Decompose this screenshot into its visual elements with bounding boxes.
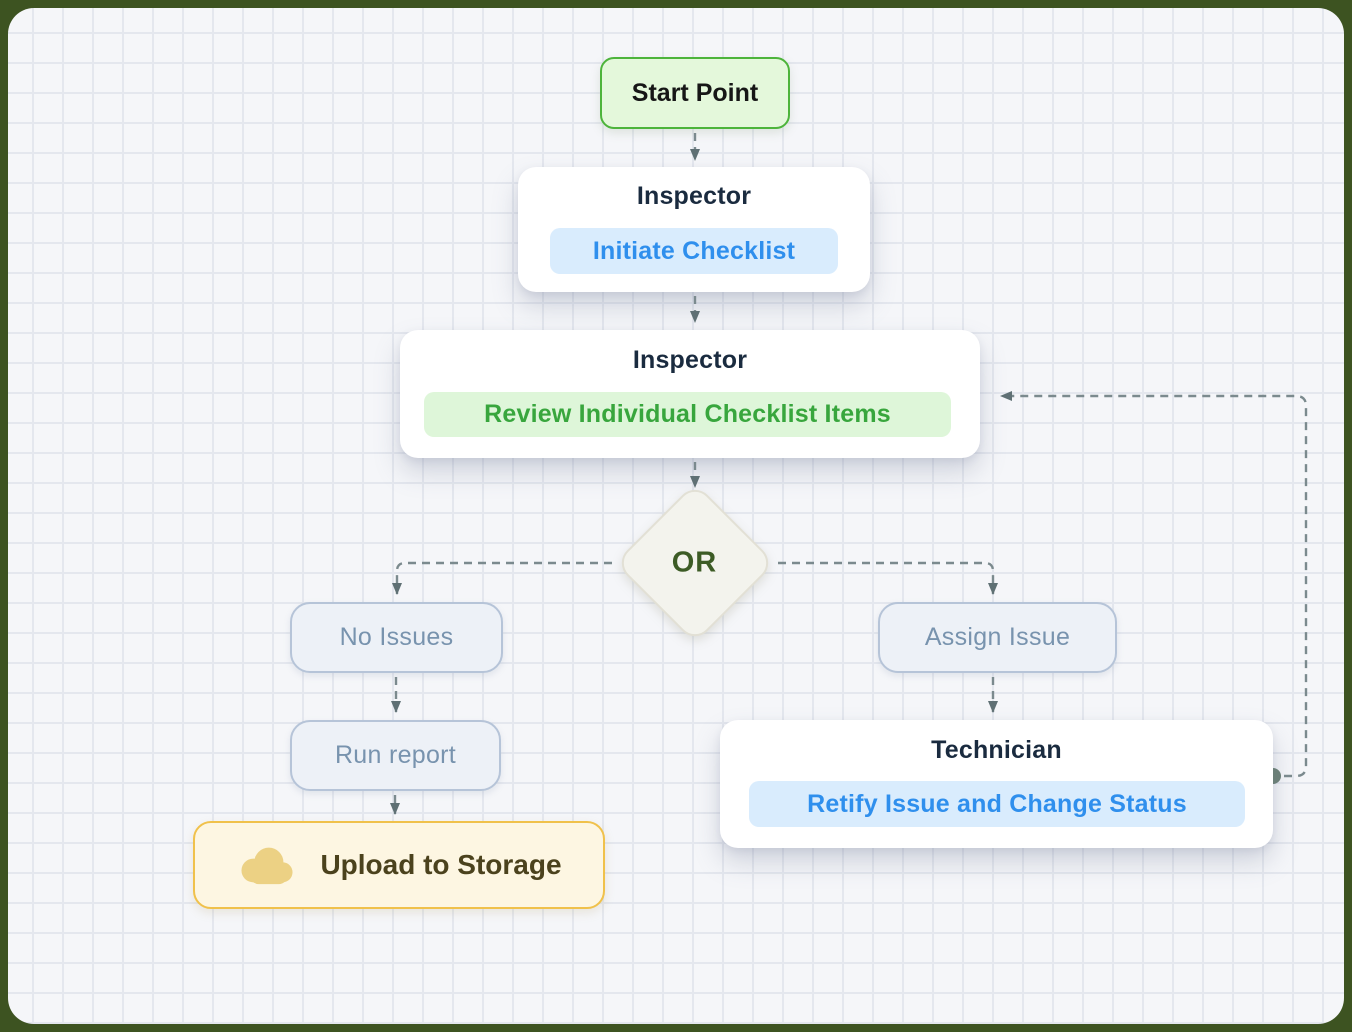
technician-title: Technician: [931, 736, 1062, 764]
no-issues-label: No Issues: [339, 623, 454, 651]
connection-dot: [1273, 768, 1281, 784]
edge-technician-to-inspector2-feedback: [1000, 391, 1308, 778]
technician-card[interactable]: Technician Retify Issue and Change Statu…: [720, 720, 1273, 848]
rectify-issue-badge[interactable]: Retify Issue and Change Status: [749, 781, 1245, 827]
start-point-label: Start Point: [631, 78, 759, 107]
upload-storage-node[interactable]: Upload to Storage: [193, 821, 605, 909]
cloud-icon: [241, 847, 293, 885]
inspector-review-title: Inspector: [632, 346, 748, 374]
upload-storage-label: Upload to Storage: [320, 849, 562, 880]
inspector-review-card[interactable]: Inspector Review Individual Checklist It…: [400, 330, 980, 458]
initiate-checklist-badge[interactable]: Initiate Checklist: [550, 228, 838, 274]
no-issues-node[interactable]: No Issues: [290, 602, 503, 673]
run-report-node[interactable]: Run report: [290, 720, 501, 791]
inspector-initiate-card[interactable]: Inspector Initiate Checklist: [518, 167, 870, 292]
run-report-label: Run report: [334, 741, 457, 769]
inspector-initiate-title: Inspector: [636, 182, 752, 210]
edge-or-to-no-issues: [392, 561, 612, 595]
assign-issue-node[interactable]: Assign Issue: [878, 602, 1117, 673]
flowchart-canvas: Start Point Inspector Initiate Checklist…: [8, 8, 1344, 1024]
start-point-node[interactable]: Start Point: [600, 57, 790, 129]
edge-or-to-assign-issue: [778, 561, 998, 595]
assign-issue-label: Assign Issue: [924, 623, 1071, 651]
review-checklist-badge[interactable]: Review Individual Checklist Items: [424, 392, 951, 437]
or-gateway-label: OR: [672, 546, 718, 579]
or-gateway-node[interactable]: OR: [614, 482, 776, 644]
